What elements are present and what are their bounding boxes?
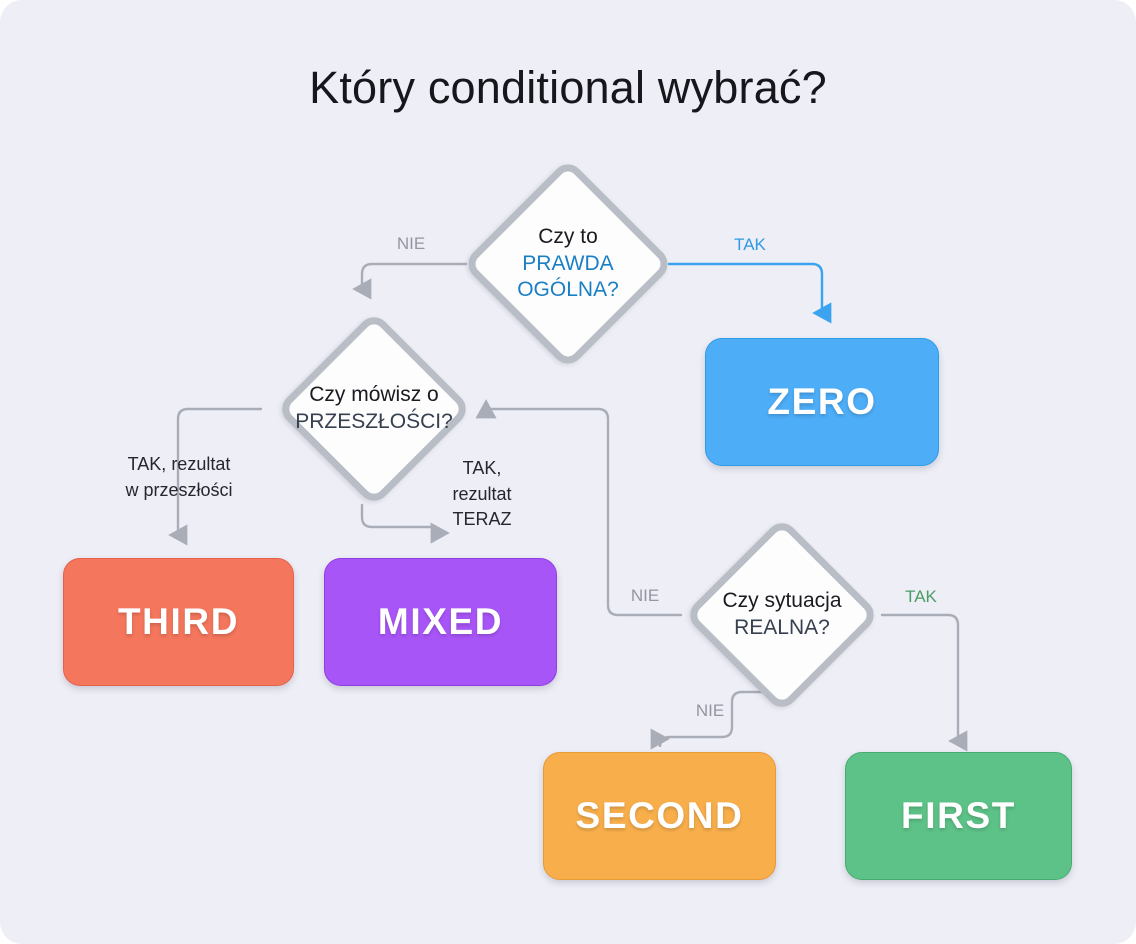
outcome-label: FIRST — [901, 795, 1016, 836]
edge-label-nie-realna-left: NIE — [630, 586, 660, 605]
decision-label: Czy to PRAWDA OGÓLNA? — [517, 224, 619, 304]
edge-label-nie-realna-down: NIE — [695, 701, 725, 720]
decision-label: Czy sytuacja REALNA? — [722, 588, 841, 641]
outcome-second[interactable]: SECOND — [543, 752, 776, 880]
edge-prawda-tak — [667, 262, 832, 324]
edge-label-tak-teraz: TAK, rezultat TERAZ — [452, 458, 512, 530]
decision-przeszlosc[interactable]: Czy mówisz o PRZESZŁOŚCI? — [261, 310, 487, 508]
decision-realna[interactable]: Czy sytuacja REALNA? — [681, 516, 883, 714]
edge-przeszlosc-mixed — [360, 503, 450, 544]
page-title: Który conditional wybrać? — [309, 62, 827, 113]
decision-label: Czy mówisz o PRZESZŁOŚCI? — [295, 382, 453, 435]
outcome-label: ZERO — [767, 381, 877, 422]
outcome-third[interactable]: THIRD — [63, 558, 294, 686]
edge-realna-tak — [880, 613, 968, 752]
decision-line-1: Czy to — [538, 225, 598, 249]
edge-label-tak-prawda: TAK — [734, 235, 766, 254]
outcome-label: MIXED — [377, 601, 504, 642]
outcome-mixed[interactable]: MIXED — [324, 558, 557, 686]
edge-label-nie-prawda: NIE — [396, 234, 426, 253]
outcome-first[interactable]: FIRST — [845, 752, 1072, 880]
decision-line-2: PRZESZŁOŚCI? — [295, 410, 453, 433]
decision-line-1: Czy mówisz o — [309, 383, 439, 407]
edge-label-tak-realna: TAK — [905, 587, 937, 606]
decision-prawda-ogolna[interactable]: Czy to PRAWDA OGÓLNA? — [461, 155, 675, 373]
decision-line-2: REALNA? — [734, 616, 830, 639]
edge-prawda-nie — [352, 262, 468, 300]
decision-line-2: PRAWDA — [522, 251, 614, 275]
decision-line-3: OGÓLNA? — [517, 278, 619, 302]
outcome-label: SECOND — [575, 795, 744, 836]
outcome-label: THIRD — [117, 601, 240, 642]
edge-label-tak-przeszlosc: TAK, rezultat w przeszłości — [125, 454, 233, 500]
outcome-zero[interactable]: ZERO — [705, 338, 939, 466]
decision-line-1: Czy sytuacja — [722, 589, 842, 613]
